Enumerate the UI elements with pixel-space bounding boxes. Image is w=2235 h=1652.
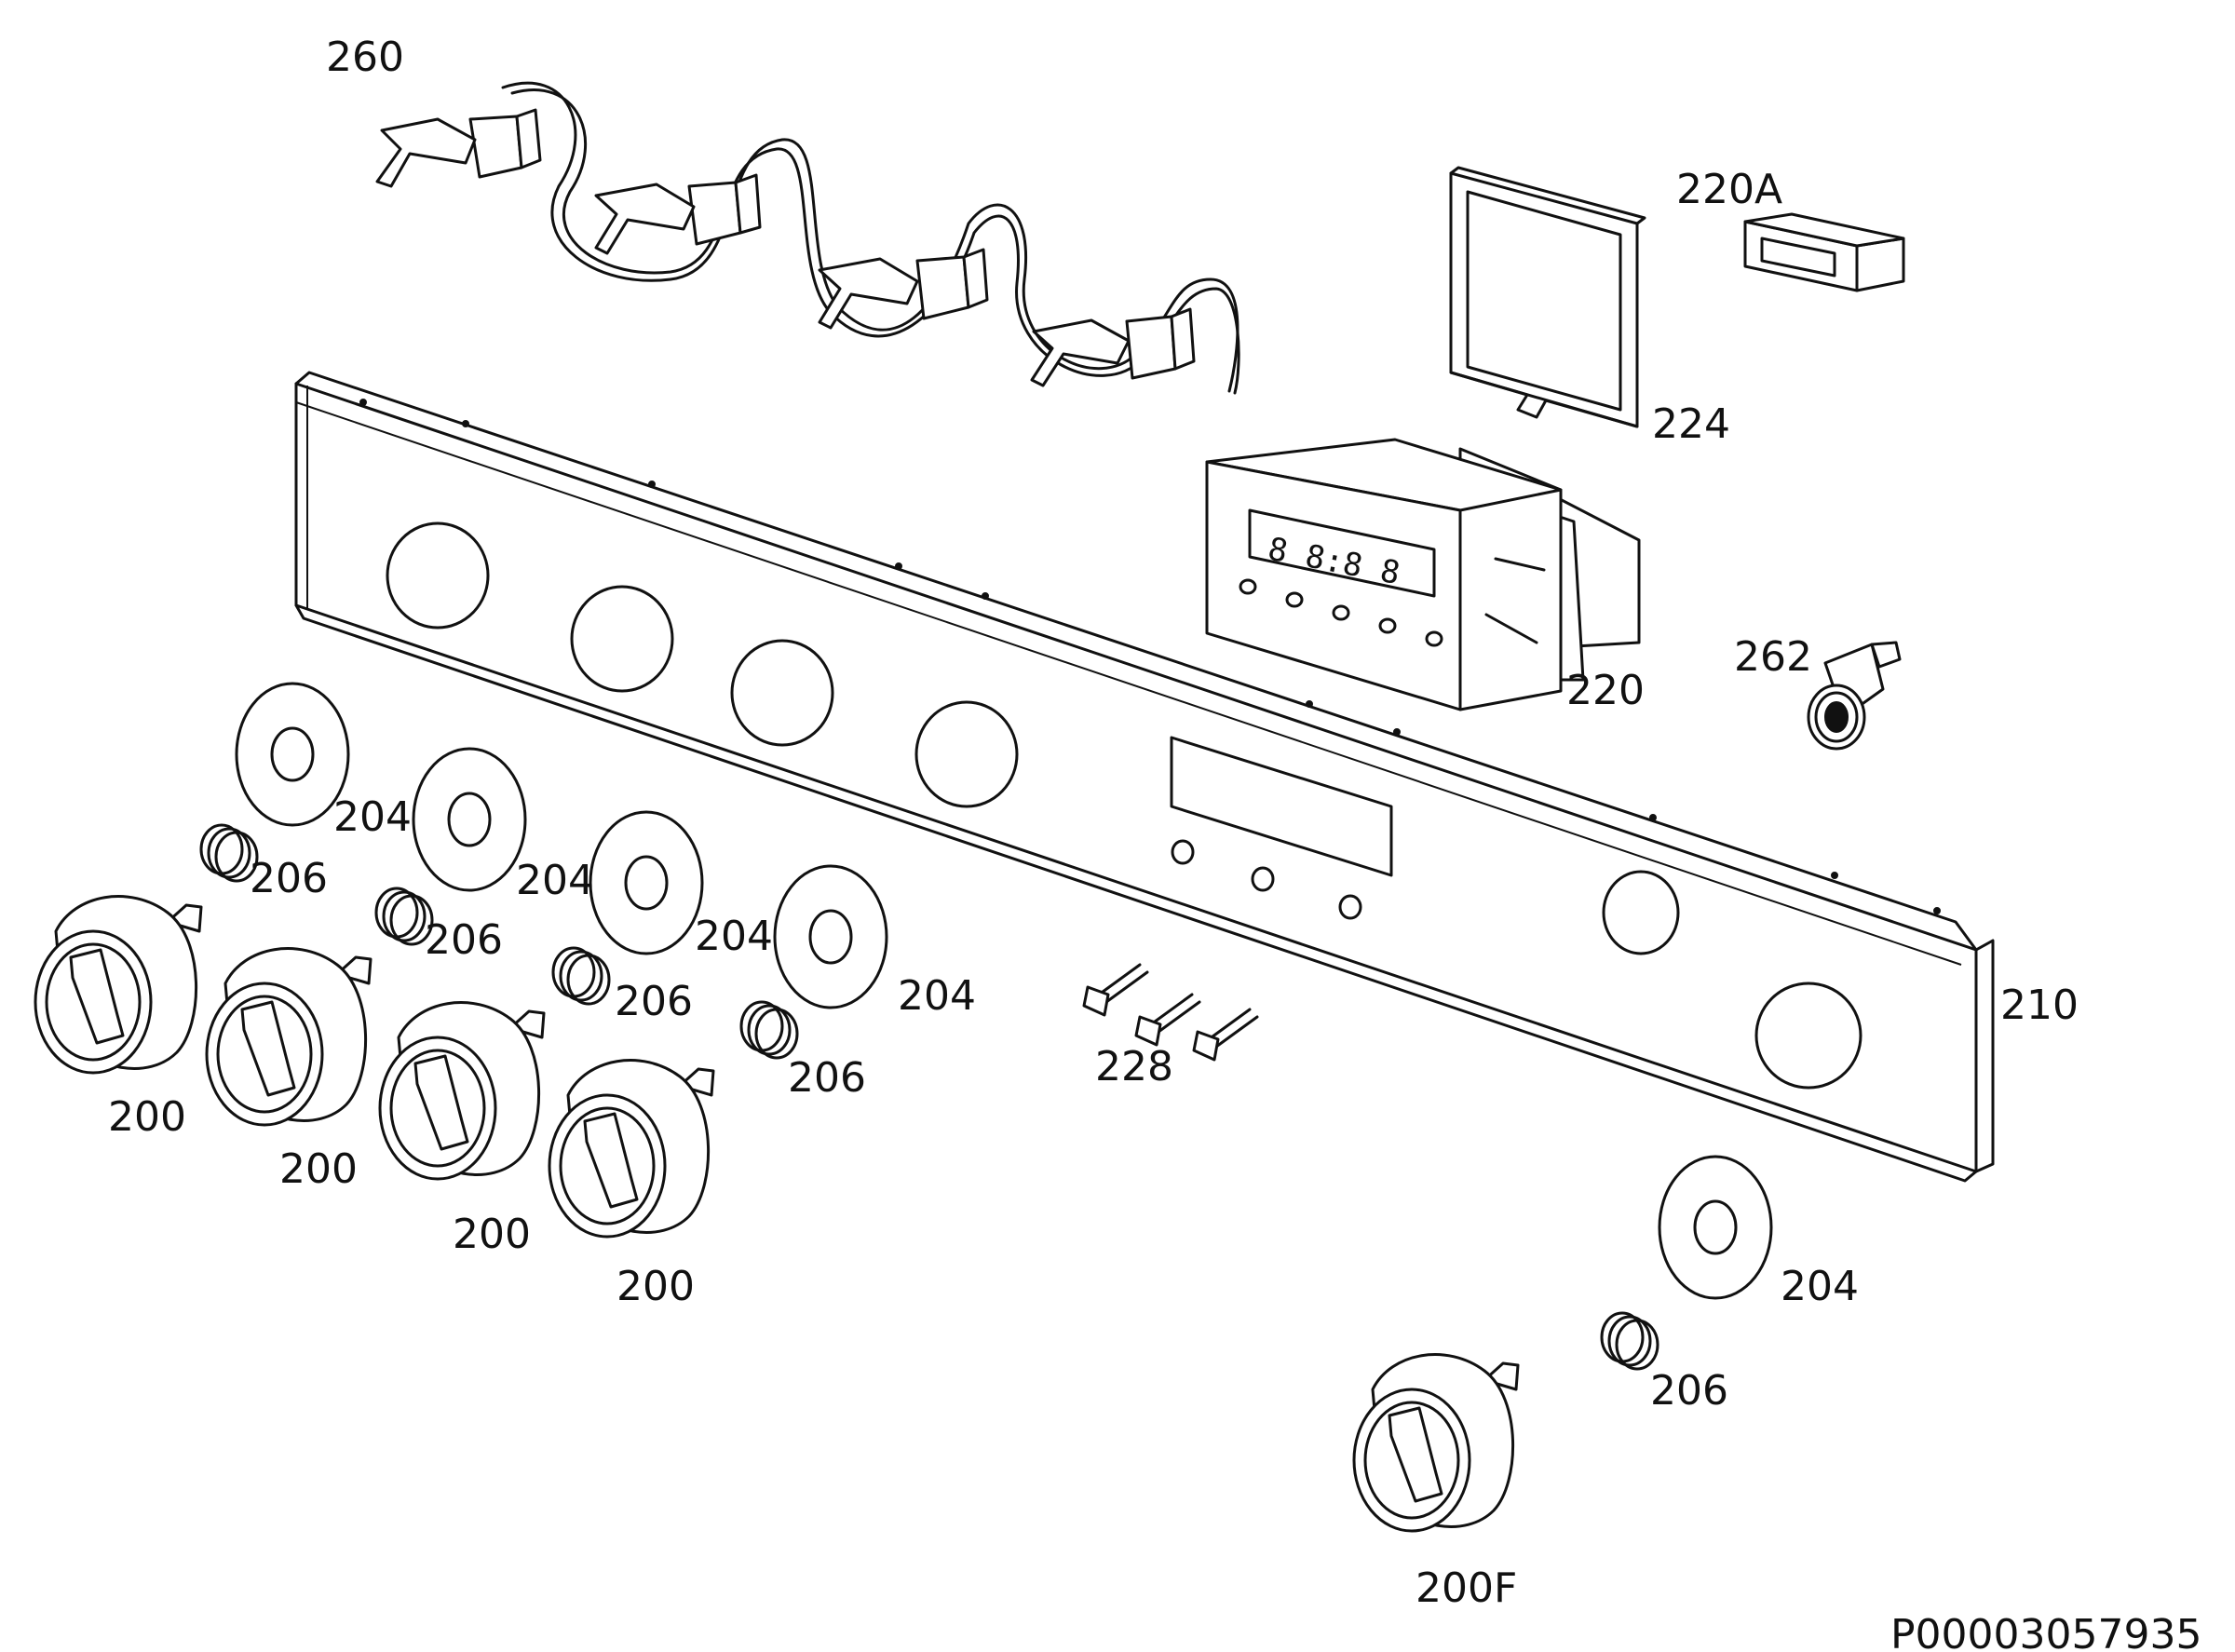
display-bracket-224 <box>1449 166 1646 428</box>
timer-display-220: 8 8:8 8 <box>1205 438 1641 711</box>
label-210: 210 <box>2000 982 2079 1029</box>
label-206-3: 206 <box>615 978 693 1025</box>
label-206-5: 206 <box>1650 1367 1728 1415</box>
label-204-4: 204 <box>898 972 976 1020</box>
spring-206 <box>199 823 1659 1371</box>
switch-harness-260 <box>375 81 1240 395</box>
label-204-5: 204 <box>1781 1263 1859 1310</box>
label-262: 262 <box>1734 633 1812 681</box>
label-200-1: 200 <box>108 1093 186 1141</box>
label-206-2: 206 <box>425 916 503 964</box>
drawing-code: P00003057935 <box>1890 1611 2201 1652</box>
control-knob-200 <box>34 895 1520 1533</box>
label-204-1: 204 <box>333 793 412 841</box>
label-220A: 220A <box>1676 166 1782 213</box>
control-panel-210 <box>294 371 1995 1183</box>
label-224: 224 <box>1652 400 1730 448</box>
screw-228 <box>1082 963 1259 1062</box>
label-204-3: 204 <box>695 913 773 960</box>
label-220: 220 <box>1566 667 1645 714</box>
label-200-2: 200 <box>279 1145 358 1193</box>
label-200-4: 200 <box>616 1263 695 1310</box>
label-200F: 200F <box>1416 1564 1517 1612</box>
label-206-1: 206 <box>250 855 328 902</box>
module-220A <box>1743 212 1905 292</box>
label-228: 228 <box>1095 1043 1173 1090</box>
label-206-4: 206 <box>788 1054 866 1102</box>
label-260: 260 <box>326 34 404 81</box>
indicator-262 <box>1807 641 1902 751</box>
label-204-2: 204 <box>516 857 594 904</box>
knob-bezel-204 <box>235 682 1773 1300</box>
label-200-3: 200 <box>453 1211 531 1258</box>
